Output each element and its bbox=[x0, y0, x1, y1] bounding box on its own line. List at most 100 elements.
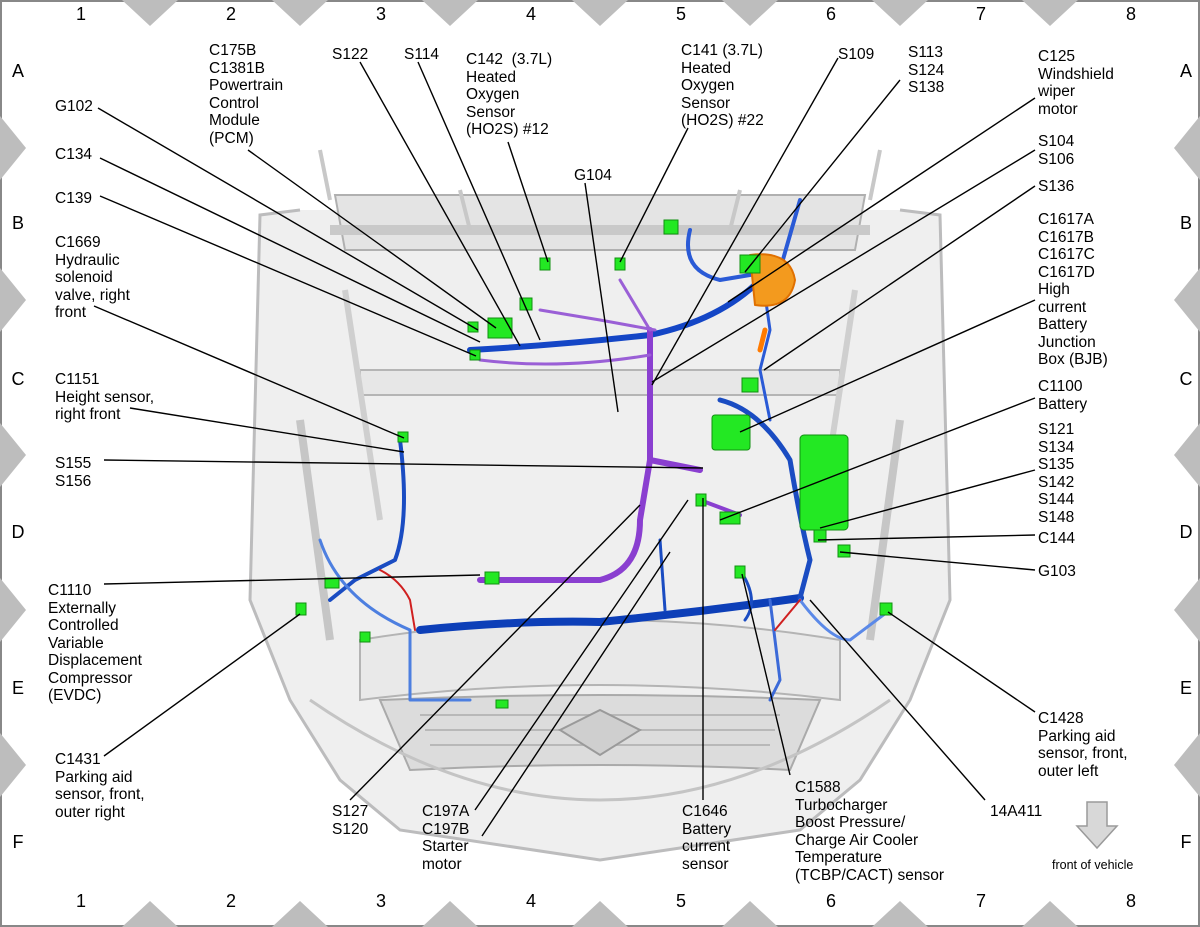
callout-line: G102 bbox=[55, 98, 93, 115]
callout-line: Battery bbox=[1038, 316, 1088, 333]
callout-line: C1100 bbox=[1038, 378, 1083, 395]
callout-line: Oxygen bbox=[466, 86, 520, 103]
label-g102: G102 bbox=[55, 98, 93, 116]
callout-line: S138 bbox=[908, 79, 945, 96]
callout-line: solenoid bbox=[55, 269, 113, 286]
callout-line: C1431 bbox=[55, 751, 101, 768]
callout-line: S144 bbox=[1038, 491, 1075, 508]
callout-line: S113 bbox=[908, 44, 944, 61]
grid-column-bottom: 5 bbox=[675, 891, 686, 911]
callout-line: S104 bbox=[1038, 133, 1075, 150]
callout-line: Module bbox=[209, 112, 260, 129]
callout-line: C142 (3.7L) bbox=[466, 51, 553, 68]
callout-line: S142 bbox=[1038, 473, 1075, 491]
grid-column-top: 4 bbox=[525, 4, 536, 24]
grid-edge-marker bbox=[872, 901, 928, 927]
callout-line: C1110 bbox=[48, 582, 92, 599]
grid-row-right: F bbox=[1180, 832, 1192, 852]
grid-edge-marker bbox=[1174, 733, 1200, 797]
callout-line: C197A bbox=[422, 803, 470, 820]
callout-line: Parking aid bbox=[55, 768, 133, 786]
callout-line: G103 bbox=[1038, 563, 1076, 580]
grid-edge-marker bbox=[1174, 423, 1200, 487]
callout-line: S136 bbox=[1038, 178, 1075, 195]
callout-line: Starter bbox=[422, 838, 469, 855]
callout-line: S109 bbox=[838, 46, 875, 63]
callout-line: C134 bbox=[55, 146, 93, 163]
callout-line: Junction bbox=[1038, 333, 1096, 351]
grid-edge-marker bbox=[872, 0, 928, 26]
callout-line: sensor, front, bbox=[55, 786, 145, 803]
callout-line: right front bbox=[55, 406, 121, 423]
callout-line: (HO2S) #22 bbox=[681, 112, 764, 129]
leader-lines bbox=[93, 57, 1036, 837]
callout-line: S127 bbox=[332, 803, 369, 820]
callout-line: C141 (3.7L) bbox=[681, 42, 763, 59]
label-c134: C134 bbox=[55, 146, 92, 164]
grid-edge-marker bbox=[0, 578, 26, 642]
callout-line: C1617B bbox=[1038, 228, 1095, 246]
grid-row-right: B bbox=[1179, 213, 1192, 233]
callout-line: S155 bbox=[55, 455, 92, 472]
callout-line: (EVDC) bbox=[48, 687, 102, 704]
callout-line: front bbox=[55, 304, 87, 321]
label-g103: G103 bbox=[1038, 563, 1076, 581]
front-of-vehicle-arrow-icon bbox=[1075, 801, 1119, 850]
callout-line: valve, right bbox=[55, 286, 130, 304]
callout-line: Height sensor, bbox=[55, 388, 155, 406]
grid-column-bottom: 6 bbox=[825, 891, 836, 911]
grid-edge-marker bbox=[1022, 901, 1078, 927]
grid-edge-marker bbox=[0, 268, 26, 332]
grid-column-top: 8 bbox=[1125, 4, 1136, 24]
grid-row-right: E bbox=[1179, 678, 1192, 698]
label-c139: C139 bbox=[55, 190, 92, 208]
callout-line: Compressor bbox=[48, 669, 133, 687]
grid-row-left: E bbox=[11, 678, 24, 698]
grid-edge-marker bbox=[1022, 0, 1078, 26]
callout-line: Externally bbox=[48, 599, 117, 617]
callout-line: C144 bbox=[1038, 530, 1076, 547]
grid-edge-marker bbox=[422, 0, 478, 26]
grid-column-bottom: 3 bbox=[375, 891, 386, 911]
grid-edge-marker bbox=[1174, 578, 1200, 642]
callout-line: C1617A bbox=[1038, 211, 1095, 228]
callout-line: Battery bbox=[682, 820, 732, 838]
callout-line: Temperature bbox=[795, 849, 883, 866]
grid-edge-marker bbox=[0, 733, 26, 797]
callout-line: outer left bbox=[1038, 762, 1099, 780]
callout-line: sensor bbox=[682, 855, 729, 873]
callout-line: Hydraulic bbox=[55, 251, 120, 269]
callout-line: Variable bbox=[48, 634, 104, 652]
callout-line: Powertrain bbox=[209, 77, 284, 94]
callout-line: High bbox=[1038, 281, 1070, 298]
callout-line: C139 bbox=[55, 190, 93, 207]
grid-column-top: 2 bbox=[225, 4, 236, 24]
callout-line: outer right bbox=[55, 803, 125, 821]
grid-column-bottom: 4 bbox=[525, 891, 536, 911]
callout-line: S121 bbox=[1038, 421, 1075, 438]
callout-line: Turbocharger bbox=[795, 796, 888, 814]
callout-line: sensor, front, bbox=[1038, 745, 1128, 762]
callout-line: current bbox=[682, 838, 731, 855]
vehicle-body-drawing bbox=[248, 149, 952, 862]
callout-line: Controlled bbox=[48, 617, 119, 634]
callout-line: Box (BJB) bbox=[1038, 351, 1108, 368]
label-14a411: 14A411 bbox=[990, 803, 1042, 821]
label-s109: S109 bbox=[838, 46, 874, 64]
grid-edge-marker bbox=[572, 0, 628, 26]
grid-column-bottom: 1 bbox=[75, 891, 86, 911]
